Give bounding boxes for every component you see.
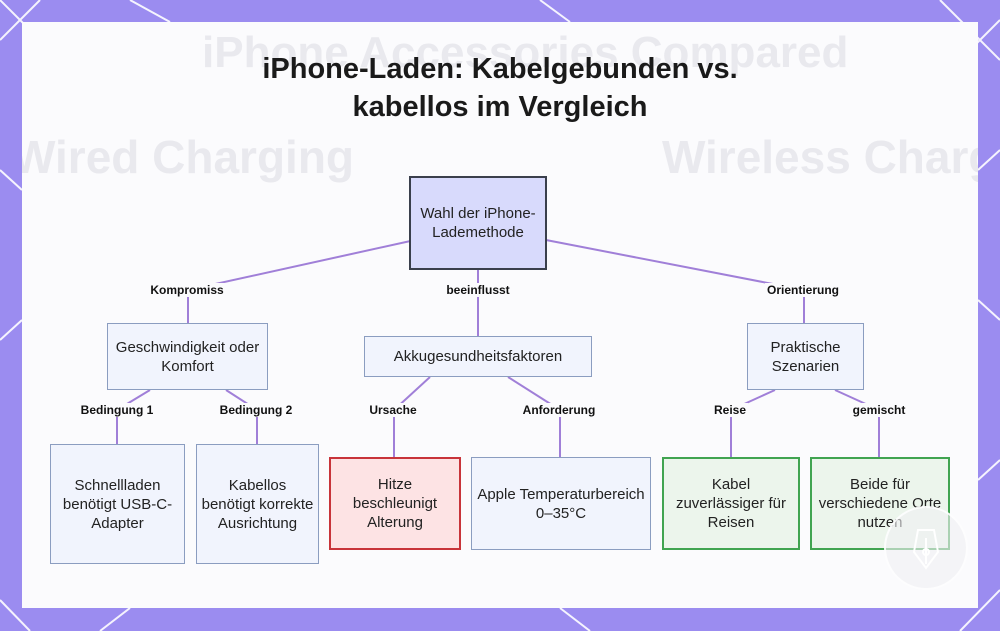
node-wireless-alignment: Kabellos benötigt korrekte Ausrichtung [196, 444, 319, 564]
background-ghost-right: Wireless Charging [662, 131, 978, 183]
pen-icon [912, 529, 940, 570]
title-line-2: kabellos im Vergleich [352, 91, 648, 123]
edge-label-bedingung-1: Bedingung 1 [78, 403, 156, 417]
node-temperature-label: Apple Temperaturbereich 0–35°C [477, 485, 645, 522]
title-line-1: iPhone-Laden: Kabelgebunden vs. [262, 53, 738, 85]
background-ghost-left: Wired Charging [22, 131, 355, 183]
edge-label-kompromiss: Kompromiss [148, 283, 226, 297]
edge-label-bedingung-2: Bedingung 2 [217, 403, 295, 417]
node-speed-label: Geschwindigkeit oder Komfort [115, 338, 260, 375]
node-heat-label: Hitze beschleunigt Alterung [352, 476, 438, 531]
edge-label-ursache: Ursache [367, 403, 419, 417]
edge-label-beeinflusst: beeinflusst [444, 283, 512, 297]
node-speed-or-comfort: Geschwindigkeit oder Komfort [107, 323, 268, 390]
edge-label-anforderung: Anforderung [520, 403, 598, 417]
diagram-title: iPhone-Laden: Kabelgebunden vs. kabellos… [0, 50, 1000, 126]
node-practical-scenarios: Praktische Szenarien [747, 323, 864, 390]
node-scenarios-label: Praktische Szenarien [770, 338, 841, 375]
node-fast-charging: Schnellladen benötigt USB-C-Adapter [50, 444, 185, 564]
watermark-logo [884, 506, 968, 590]
node-heat: Hitze beschleunigt Alterung [329, 457, 461, 550]
node-fast-charging-label: Schnellladen benötigt USB-C-Adapter [62, 476, 173, 532]
background-ghost-heading: iPhone Accessories Compared [202, 28, 849, 77]
edge-label-reise: Reise [711, 403, 749, 417]
node-battery-label: Akkugesundheitsfaktoren [393, 348, 563, 365]
edge-label-gemischt: gemischt [850, 403, 908, 417]
edge-label-orientierung: Orientierung [764, 283, 842, 297]
node-wireless-alignment-label: Kabellos benötigt korrekte Ausrichtung [201, 476, 314, 532]
node-root-label: Wahl der iPhone-Lademethode [420, 205, 536, 241]
node-root: Wahl der iPhone-Lademethode [409, 176, 547, 270]
node-travel-label: Kabel zuverlässiger für Reisen [675, 476, 787, 531]
node-travel: Kabel zuverlässiger für Reisen [662, 457, 800, 550]
node-temperature-range: Apple Temperaturbereich 0–35°C [471, 457, 651, 550]
node-battery-factors: Akkugesundheitsfaktoren [364, 336, 592, 377]
